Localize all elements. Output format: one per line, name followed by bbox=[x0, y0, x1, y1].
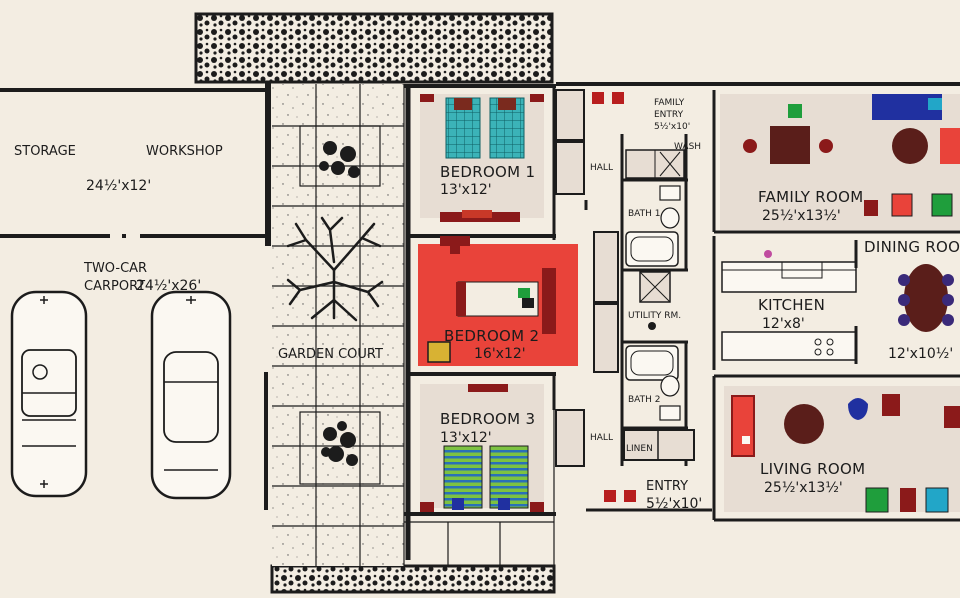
kitchen-dimension: 12'x8' bbox=[762, 316, 805, 332]
family-room: FAMILY ROOM 25½'x13½' bbox=[712, 90, 960, 234]
bedroom-3: BEDROOM 3 13'x12' bbox=[420, 384, 544, 512]
entry-dimension: 5½'x10' bbox=[646, 496, 702, 512]
bedroom-2: BEDROOM 2 16'x12' bbox=[418, 236, 578, 366]
bedroom-1-dimension: 13'x12' bbox=[440, 182, 492, 198]
shrub-icon bbox=[319, 141, 360, 178]
bedroom-block-walls bbox=[404, 84, 556, 560]
dining-room-dimension: 12'x10½' bbox=[888, 346, 953, 362]
bedroom-1: BEDROOM 1 13'x12' bbox=[420, 94, 544, 222]
kitchen-label: KITCHEN bbox=[758, 296, 825, 314]
bedroom-3-label: BEDROOM 3 bbox=[440, 410, 535, 428]
hall-top-label: HALL bbox=[590, 163, 613, 173]
living-room: LIVING ROOM 25½'x13½' bbox=[712, 374, 960, 522]
carport-label: TWO-CAR bbox=[83, 261, 147, 276]
hall-bottom-label: HALL bbox=[590, 433, 613, 443]
family-entry-dimension: 5½'x10' bbox=[654, 122, 690, 132]
carport-label-line2: CARPORT bbox=[84, 279, 145, 294]
bedroom-2-label: BEDROOM 2 bbox=[444, 327, 539, 345]
workshop-label: WORKSHOP bbox=[146, 144, 223, 159]
living-room-label: LIVING ROOM bbox=[760, 460, 865, 478]
linen-label: LINEN bbox=[626, 444, 653, 454]
top-planter bbox=[194, 12, 554, 84]
family-room-dimension: 25½'x13½' bbox=[762, 208, 841, 224]
car-icon bbox=[150, 290, 232, 500]
tree-icon bbox=[286, 216, 384, 322]
car-icon bbox=[10, 290, 88, 498]
carport-dimension: 24½'x26' bbox=[136, 278, 201, 294]
family-entry-label-line2: ENTRY bbox=[654, 110, 684, 120]
storage-label: STORAGE bbox=[14, 144, 76, 159]
dining-room-label: DINING ROO bbox=[864, 238, 960, 256]
living-room-dimension: 25½'x13½' bbox=[764, 480, 843, 496]
storage-workshop-area: STORAGE WORKSHOP 24½'x12' TWO-CAR CARPOR… bbox=[0, 82, 271, 510]
entry-label: ENTRY bbox=[646, 479, 688, 494]
bedroom-2-dimension: 16'x12' bbox=[474, 346, 526, 362]
bedroom-3-dimension: 13'x12' bbox=[440, 430, 492, 446]
bath-2-label: BATH 2 bbox=[628, 395, 660, 405]
utility-room-label: UTILITY RM. bbox=[628, 311, 681, 321]
bottom-planter bbox=[270, 564, 556, 594]
storage-dimension: 24½'x12' bbox=[86, 178, 151, 194]
bath-1-label: BATH 1 bbox=[628, 209, 660, 219]
family-room-label: FAMILY ROOM bbox=[758, 188, 863, 206]
bedroom-1-label: BEDROOM 1 bbox=[440, 163, 535, 181]
shrub-icon bbox=[321, 421, 358, 466]
garden-court-label: GARDEN COURT bbox=[278, 347, 383, 362]
central-core: HALL HALL BATH 1 BATH 2 UTILITY RM. LINE… bbox=[555, 82, 960, 512]
wash-label: WASH bbox=[674, 142, 701, 152]
kitchen: KITCHEN 12'x8' bbox=[712, 236, 858, 370]
family-entry-label: FAMILY bbox=[654, 98, 685, 108]
dining-room: DINING ROO 12'x10½' bbox=[864, 238, 960, 362]
